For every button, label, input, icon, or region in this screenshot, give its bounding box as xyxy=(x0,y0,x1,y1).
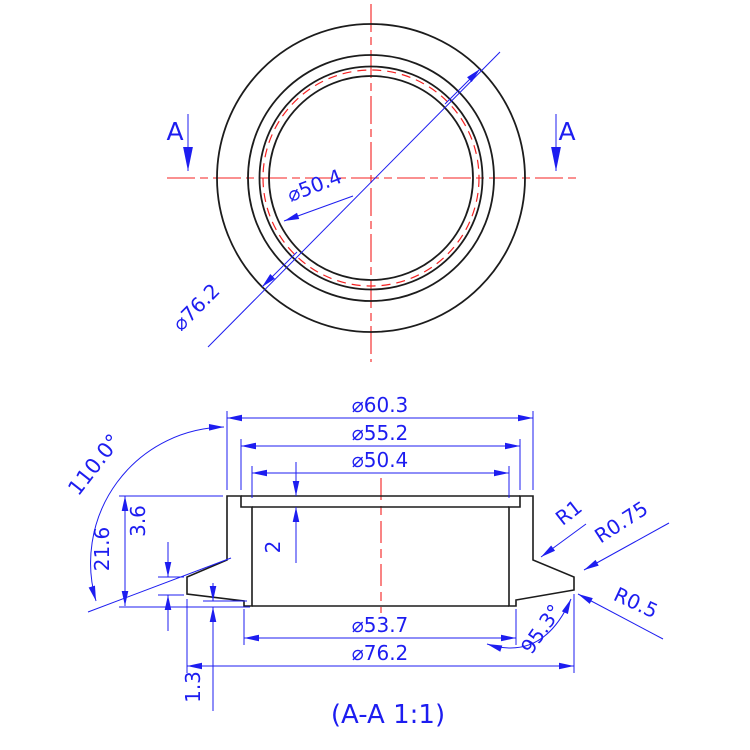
dim-label-rim-height: 3.6 xyxy=(126,505,150,537)
dim-label-lip-depth: 2 xyxy=(261,541,285,554)
dim-label-flange-od: ⌀76.2 xyxy=(352,641,409,665)
section-view: ⌀60.3 ⌀55.2 ⌀50.4 ⌀53.7 ⌀76.2 21.6 3.6 2… xyxy=(63,393,670,730)
dim-label-seat-od: ⌀55.2 xyxy=(352,421,409,445)
circle-bore xyxy=(268,75,474,281)
dim-arrow-flange-od-upper xyxy=(444,68,481,105)
dim-label-step-height: 1.3 xyxy=(181,671,205,703)
dim-label-bore-top-view: ⌀50.4 xyxy=(284,164,345,207)
section-marker-right: A xyxy=(558,117,575,146)
radius-leader-r1 xyxy=(540,523,587,558)
dim-label-ferrule-od: ⌀60.3 xyxy=(352,393,409,417)
radius-label-r05: R0.5 xyxy=(610,582,662,623)
radius-label-r1: R1 xyxy=(551,495,587,530)
top-view: ⌀50.4 ⌀76.2 A A xyxy=(166,4,579,362)
radius-leader-r075 xyxy=(583,522,670,571)
radius-label-r075: R0.75 xyxy=(590,496,652,548)
angle-tip-arc xyxy=(486,598,572,652)
circle-ferrule-od xyxy=(247,54,495,302)
section-left-wall xyxy=(186,495,253,607)
dim-label-flange-od-top-view: ⌀76.2 xyxy=(168,279,225,336)
angle-flare-arc xyxy=(88,423,225,602)
dim-arrow-flange-od-lower xyxy=(261,251,298,288)
angle-label-flare: 110.0° xyxy=(63,429,125,499)
dim-label-step: ⌀53.7 xyxy=(352,613,409,637)
radius-leader-r05 xyxy=(577,593,664,640)
angle-label-tip: 95.3° xyxy=(516,600,567,658)
dim-label-bore: ⌀50.4 xyxy=(352,448,409,472)
view-title: (A-A 1:1) xyxy=(331,700,445,730)
dim-leader-bore xyxy=(283,195,354,222)
dim-line-flange-od-diagonal xyxy=(207,51,501,348)
section-marker-left: A xyxy=(166,117,183,146)
circle-flange-od xyxy=(216,23,526,333)
circle-seat-od xyxy=(258,65,484,291)
circle-gasket-phantom xyxy=(262,69,480,287)
